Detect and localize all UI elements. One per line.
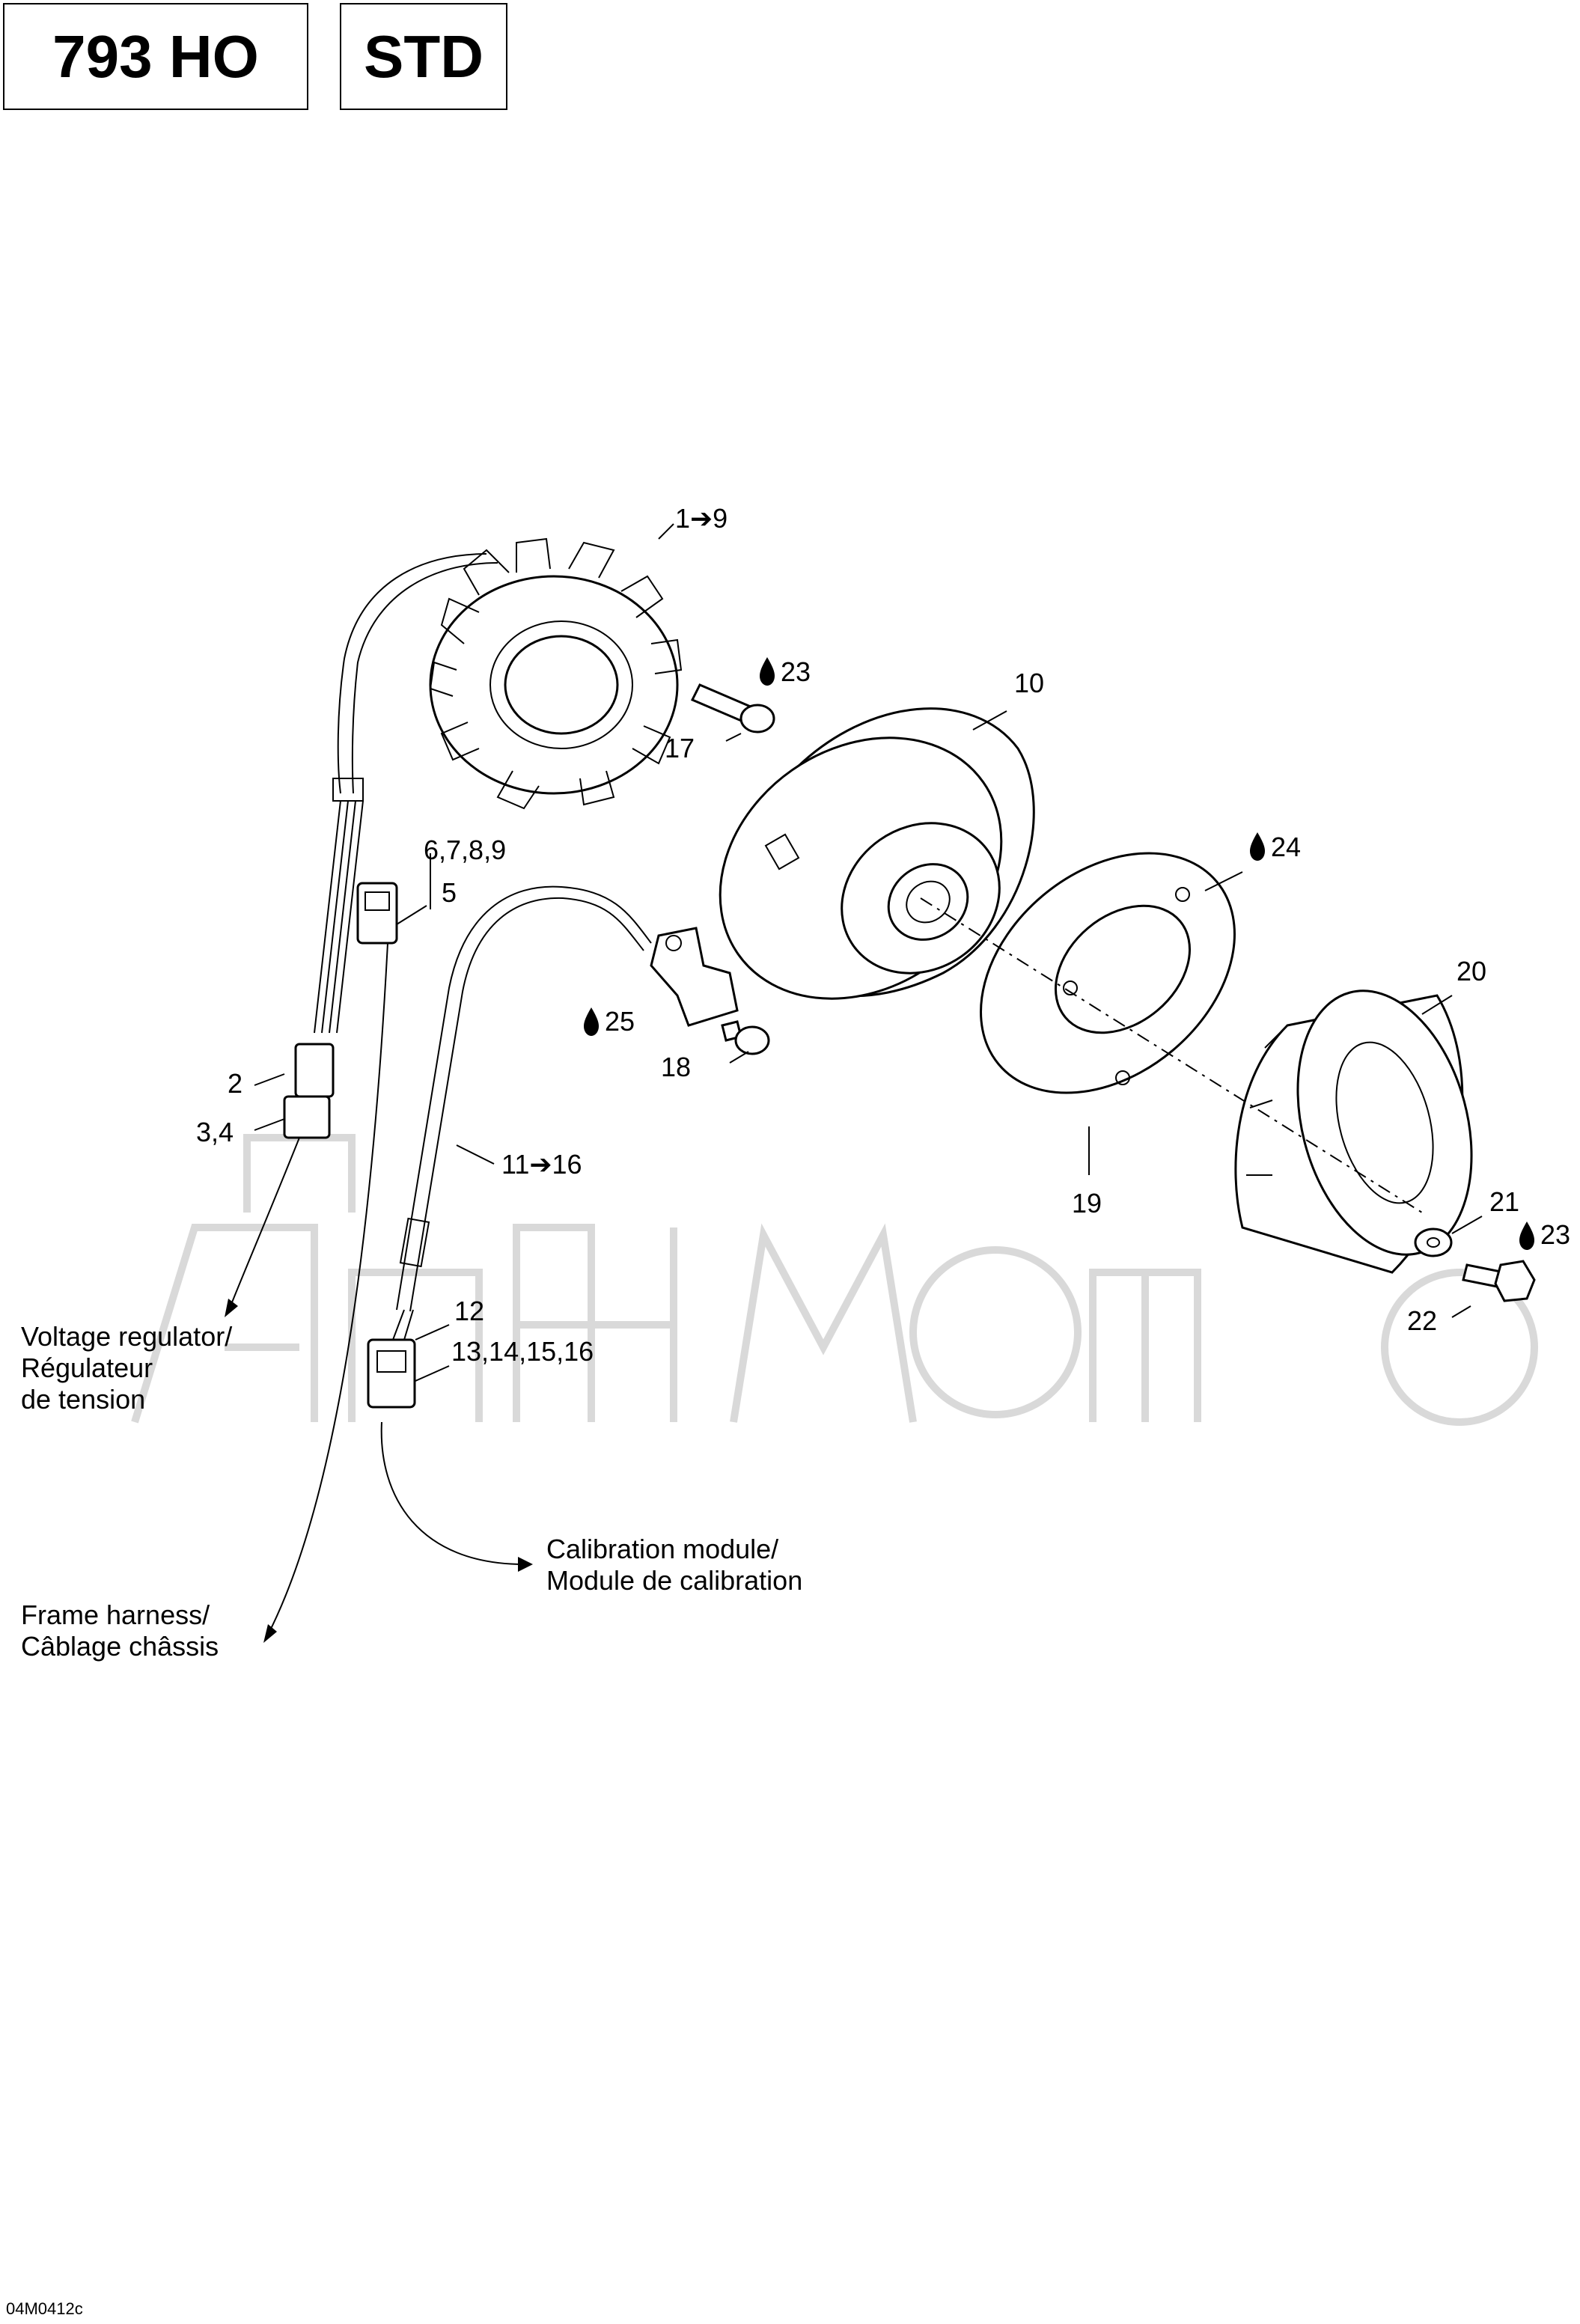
trigger-coil [650,927,739,1027]
callout-23b: 23 [1540,1219,1570,1250]
arrowheads [225,1299,533,1643]
callout-24: 24 [1271,832,1301,862]
connector-3-4 [283,1095,331,1139]
assembly-axis [920,897,1423,1213]
callout-19: 19 [1072,1188,1102,1219]
screw-17 [690,683,775,734]
trim-label: STD [340,3,507,110]
callout-3-4: 3,4 [196,1117,234,1147]
callout-17: 17 [665,733,695,763]
connector-5 [356,882,398,945]
callout-23a: 23 [781,656,811,687]
connector-2 [294,1043,335,1098]
drawing-code: 04M0412c [6,2299,83,2318]
callout-25: 25 [605,1006,635,1037]
note-line: de tension [21,1384,145,1415]
model-label: 793 HO [3,3,308,110]
screw-18 [721,1020,770,1055]
note-voltage-regulator: Voltage regulator/ Régulateur de tension [21,1321,232,1415]
callout-11-16: 11➔16 [501,1149,582,1180]
note-line: Module de calibration [546,1565,802,1596]
callout-2: 2 [228,1068,243,1099]
connector-13-16 [367,1338,416,1409]
trim-text: STD [364,22,484,90]
callout-12: 12 [454,1296,484,1326]
note-line: Voltage regulator/ [21,1321,232,1352]
ring-19 [980,852,1236,1094]
callout-18: 18 [661,1052,691,1082]
callout-6-7-8-9: 6,7,8,9 [424,835,506,865]
note-line: Câblage châssis [21,1631,219,1662]
note-calibration-module: Calibration module/ Module de calibratio… [546,1534,802,1596]
starter-cup [1234,989,1473,1274]
callout-1-9: 1➔9 [675,503,728,534]
washer-21 [1414,1227,1453,1257]
callout-21: 21 [1489,1186,1519,1217]
note-line: Calibration module/ [546,1534,778,1564]
note-line: Régulateur [21,1352,153,1383]
note-line: Frame harness/ [21,1599,210,1630]
stator-assembly [314,537,683,1034]
callout-22: 22 [1407,1305,1437,1336]
model-text: 793 HO [52,22,259,90]
callouts: 1➔9 23 10 17 24 6,7,8,9 5 20 25 18 2 3,4… [196,503,1570,1367]
drop-icon [584,657,1534,1250]
leader-lines [231,523,1483,1632]
callout-13-14-15-16: 13,14,15,16 [451,1336,594,1367]
trigger-coil-harness [392,885,652,1341]
callout-20: 20 [1457,956,1486,986]
note-frame-harness: Frame harness/ Câblage châssis [21,1599,219,1662]
callout-5: 5 [442,877,457,908]
callout-10: 10 [1014,668,1044,698]
bolt-22 [1462,1260,1536,1302]
